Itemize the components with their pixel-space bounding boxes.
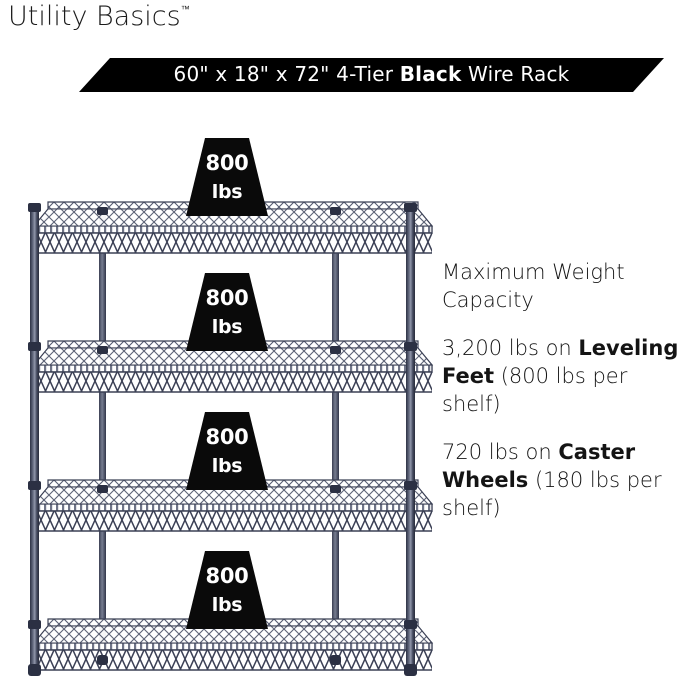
caster-wheels-capacity: 720 lbs on Caster Wheels (180 lbs per sh… [442, 438, 679, 522]
brand-logo: Utility Basics™ [8, 1, 190, 32]
capacity-heading-line2: Capacity [442, 288, 534, 312]
capacity-heading-line1: Maximum Weight [442, 260, 625, 284]
banner-tier: 4-Tier [336, 62, 394, 86]
leveling-note: (800 lbs per shelf) [442, 364, 628, 416]
rear-post-right [332, 206, 339, 661]
badge-unit: lbs [211, 180, 243, 203]
badge-number: 800 [205, 285, 249, 310]
wire-rack-illustration [28, 201, 433, 676]
leveling-feet-capacity: 3,200 lbs on Leveling Feet (800 lbs per … [442, 334, 679, 418]
badge-unit: lbs [211, 454, 243, 477]
caster-label: Caster Wheels [442, 440, 636, 492]
leveling-label: Leveling Feet [442, 336, 679, 388]
badge-number: 800 [205, 150, 249, 175]
trademark-symbol: ™ [180, 5, 191, 15]
front-post-right [406, 206, 415, 672]
leveling-value: 3,200 lbs on [442, 336, 579, 360]
copy-spacer-1 [442, 314, 679, 334]
product-title-banner: 60" x 18" x 72" 4-Tier Black Wire Rack [79, 58, 664, 92]
caster-note: (180 lbs per shelf) [442, 468, 662, 520]
brand-name: Utility Basics [8, 1, 181, 32]
front-post-left [30, 206, 39, 672]
capacity-copy-block: Maximum Weight Capacity 3,200 lbs on Lev… [442, 258, 679, 522]
shelf-collars [28, 203, 417, 629]
rack-drawing [28, 201, 433, 676]
leveling-feet [28, 655, 417, 676]
product-title-text: 60" x 18" x 72" 4-Tier Black Wire Rack [174, 62, 570, 86]
caster-value: 720 lbs on [442, 440, 559, 464]
badge-number: 800 [205, 563, 249, 588]
copy-spacer-2 [442, 418, 679, 438]
badge-unit: lbs [211, 315, 243, 338]
rear-post-left [99, 206, 106, 661]
banner-dimensions: 60" x 18" x 72" [173, 62, 330, 86]
badge-number: 800 [205, 424, 249, 449]
badge-unit: lbs [211, 593, 243, 616]
banner-product: Wire Rack [468, 62, 570, 86]
banner-color-word: Black [399, 62, 462, 86]
